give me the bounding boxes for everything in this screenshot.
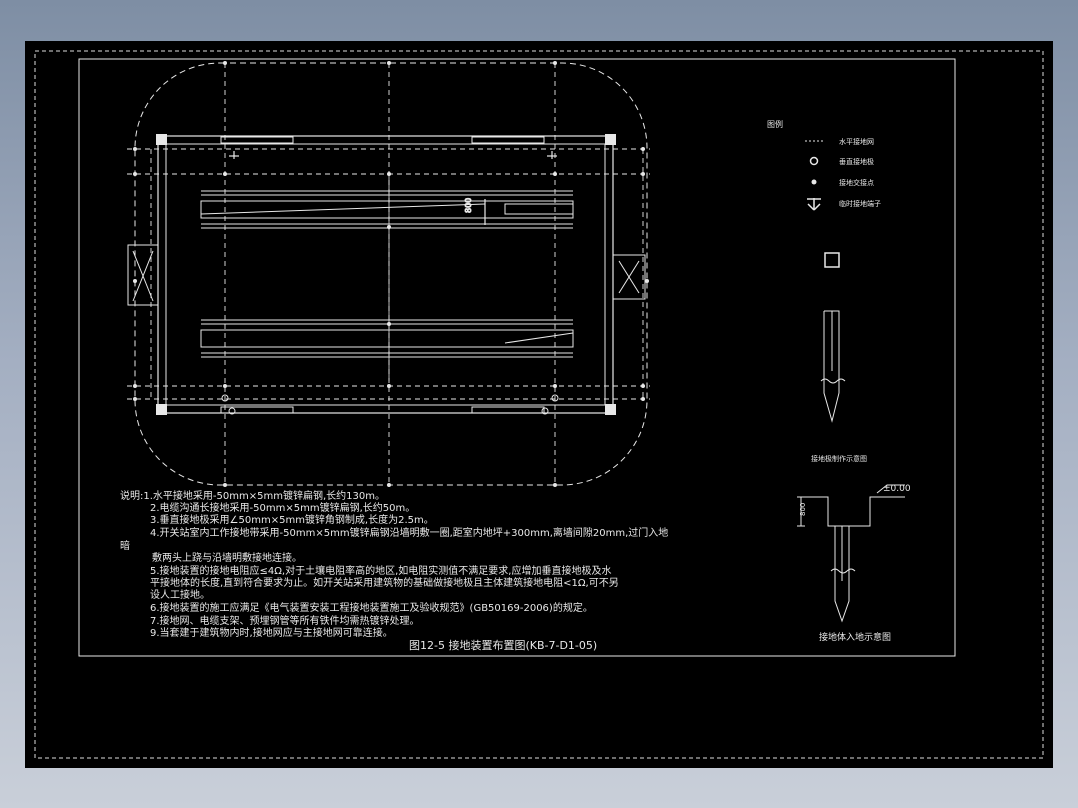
buried-detail-caption: 接地体入地示意图 xyxy=(819,631,891,643)
window-bottom-left xyxy=(220,406,294,414)
door-left xyxy=(127,244,159,306)
legend-label-0: 水平接地网 xyxy=(839,137,874,146)
note-line-4: 暗 xyxy=(120,539,130,552)
legend-label-1: 垂直接地极 xyxy=(839,157,874,166)
note-line-11: 9.当套建于建筑物内时,接地网应与主接地网可靠连接。 xyxy=(150,626,393,639)
electrode-detail xyxy=(820,252,846,423)
grounding-junction-points xyxy=(133,61,649,487)
drawing-sheet: 800 xyxy=(25,41,1053,768)
legend-label-3: 临时接地端子 xyxy=(839,199,881,208)
note-line-3: 4.开关站室内工作接地带采用-50mm×5mm镀锌扁钢沿墙明敷一圈,距室内地坪+… xyxy=(150,526,668,539)
grounding-grid-lines xyxy=(127,63,650,485)
window-top-right xyxy=(471,136,545,144)
note-line-9: 6.接地装置的施工应满足《电气装置安装工程接地装置施工及验收规范》(GB5016… xyxy=(150,601,593,614)
ring-icon xyxy=(809,156,819,166)
outer-frame xyxy=(34,50,1044,759)
elevation-label: ±0.00 xyxy=(883,484,911,494)
notes: 说明:1.水平接地采用-50mm×5mm镀锌扁钢,长约130m。 2.电缆沟通长… xyxy=(120,489,668,639)
note-line-7: 平接地体的长度,直到符合要求为止。如开关站采用建筑物的基础做接地极且主体建筑接地… xyxy=(150,576,619,589)
electrode-detail-caption: 接地极制作示意图 xyxy=(811,454,867,463)
arrow-down-icon xyxy=(807,198,821,211)
building-inner-wall xyxy=(165,143,606,406)
legend-label-2: 接地交接点 xyxy=(839,178,874,187)
dim-800-label: 800 xyxy=(464,198,473,213)
window-top-left xyxy=(220,136,294,144)
dot-icon xyxy=(811,179,817,185)
note-line-0: 说明:1.水平接地采用-50mm×5mm镀锌扁钢,长约130m。 xyxy=(120,489,385,502)
cable-trench-upper xyxy=(200,190,574,229)
building-outer-wall xyxy=(157,135,614,414)
window-bottom-right xyxy=(471,406,545,414)
outer-grounding-loop xyxy=(134,62,648,486)
grounding-plan: 800 xyxy=(127,61,650,487)
inner-border xyxy=(78,58,956,657)
legend: 图例 水平接地网 垂直接地极 接地交接点 临时接地端子 xyxy=(767,119,881,211)
electrode-section xyxy=(824,252,840,268)
depth-800-label: 800 xyxy=(799,503,807,516)
cable-trench-lower xyxy=(200,319,574,358)
corner-columns xyxy=(156,134,616,415)
door-right xyxy=(612,254,646,300)
note-line-1: 2.电缆沟通长接地采用-50mm×5mm镀锌扁钢,长约50m。 xyxy=(150,501,415,514)
grounding-layout-drawing: 800 xyxy=(34,50,1044,759)
temporary-terminals xyxy=(229,151,557,159)
legend-title: 图例 xyxy=(767,119,783,129)
vertical-electrodes xyxy=(221,394,559,415)
note-line-6: 5.接地装置的接地电阻应≤4Ω,对于土壤电阻率高的地区,如电阻实测值不满足要求,… xyxy=(150,564,611,577)
note-line-5: 敷两头上跷与沿墙明敷接地连接。 xyxy=(152,551,302,564)
note-line-10: 7.接地网、电缆支架、预埋钢管等所有铁件均需热镀锌处理。 xyxy=(150,614,420,627)
note-line-2: 3.垂直接地极采用∠50mm×5mm镀锌角钢制成,长度为2.5m。 xyxy=(150,513,434,526)
buried-detail xyxy=(797,484,905,623)
drawing-caption: 图12-5 接地装置布置图(KB-7-D1-05) xyxy=(409,639,597,652)
note-line-8: 设人工接地。 xyxy=(150,588,210,601)
